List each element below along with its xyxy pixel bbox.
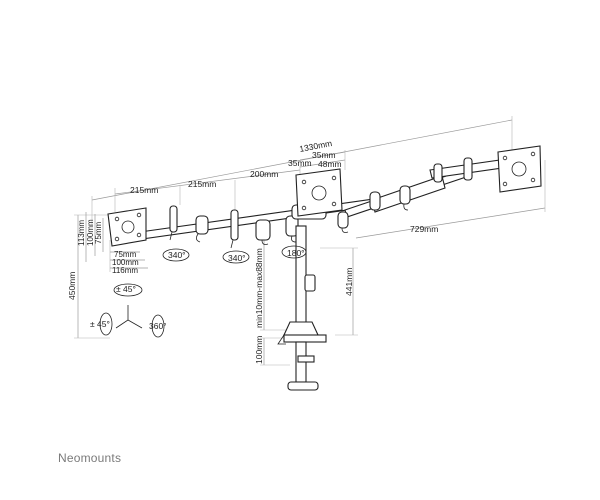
dimension-lines [74,116,546,366]
label-75mm-w: 75mm [114,250,137,259]
label-35mm-a: 35mm [312,150,336,160]
label-116mm-w: 116mm [112,266,138,275]
vesa-plate-center [295,168,343,217]
label-340-a: 340° [168,250,186,260]
vesa-plates [107,145,542,247]
dimension-labels: 1330mm 215mm 215mm 200mm 35mm 35mm 48mm … [67,138,438,364]
vesa-plate-right [497,145,542,193]
rotation-labels: 340° 340° 180° ± 45° ± 45° 360° [90,248,305,331]
label-450mm: 450mm [67,272,77,300]
label-729mm: 729mm [410,224,438,234]
label-100mm-w: 100mm [112,258,139,267]
label-215mm-b: 215mm [188,179,216,189]
pole-and-clamp [277,225,327,391]
label-35mm-b: 35mm [288,158,312,168]
label-441mm: 441mm [344,268,354,296]
brand-logo-text: Neomounts [58,451,122,465]
label-215mm-a: 215mm [130,185,158,195]
label-180: 180° [287,248,305,258]
label-100mm-clamp: 100mm [254,336,264,364]
label-75mm-h: 75mm [94,221,103,244]
label-340-b: 340° [228,253,246,263]
label-113mm: 113mm [77,220,86,246]
rotation-symbols [99,245,307,338]
vesa-plate-left [107,207,147,247]
label-tilt-top: ± 45° [116,284,136,294]
label-48mm: 48mm [318,159,342,169]
label-pole-range: min10mm-max88mm [254,248,264,328]
label-200mm: 200mm [250,169,278,179]
label-rotate-360: 360° [149,321,167,331]
label-100mm-h: 100mm [86,219,95,246]
label-tilt-left: ± 45° [90,319,110,329]
